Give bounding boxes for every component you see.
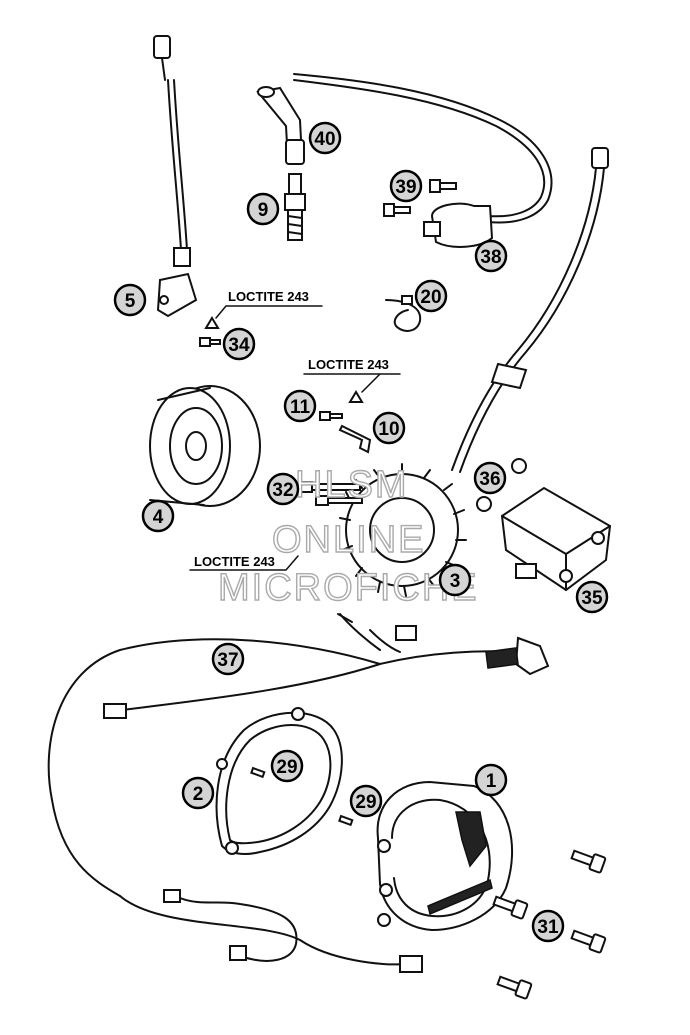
svg-text:LOCTITE 243: LOCTITE 243 [228,289,309,304]
svg-text:34: 34 [228,335,250,356]
sensor-screw-part [199,316,221,347]
callout-35: 35 [575,580,609,614]
svg-text:MICROFICHE: MICROFICHE [218,567,479,609]
callout-10: 10 [372,411,406,445]
cover-gasket-part [215,707,343,855]
stator-cable-part [451,147,609,473]
wiring-harness-part [47,613,550,973]
callout-34: 34 [222,327,256,361]
callout-31: 31 [531,909,565,943]
callout-37: 37 [211,642,245,676]
callout-11: 11 [283,389,317,423]
svg-text:4: 4 [153,507,164,528]
dowel-pins-part [250,766,354,827]
svg-text:LOCTITE 243: LOCTITE 243 [308,357,389,372]
cover-screws-part [492,849,607,1000]
callout-32: 32 [266,472,300,506]
sensor-cable-part [153,35,198,318]
svg-text:11: 11 [290,397,311,418]
callout-39: 39 [389,169,423,203]
flywheel-part [149,385,261,507]
svg-text:3: 3 [450,571,461,592]
callout-36: 36 [473,461,507,495]
ignition-coil-part [293,73,553,248]
callout-29-cover: 29 [349,784,383,818]
coil-screws-part [383,179,457,217]
spark-plug-part [284,173,306,241]
svg-text:9: 9 [258,200,269,221]
callout-3: 3 [438,563,472,597]
callout-29-gasket: 29 [270,749,304,783]
svg-text:LOCTITE 243: LOCTITE 243 [194,554,275,569]
regulator-nuts-part [476,458,527,512]
svg-text:37: 37 [217,650,238,671]
svg-text:35: 35 [581,588,603,609]
callout-2: 2 [181,776,215,810]
svg-text:40: 40 [314,129,335,150]
generator-cover-part [376,780,513,932]
svg-text:36: 36 [479,469,500,490]
callout-4: 4 [141,499,175,533]
svg-text:10: 10 [378,419,399,440]
svg-text:ONLINE: ONLINE [272,519,425,561]
svg-text:32: 32 [272,480,293,501]
svg-text:38: 38 [480,247,501,268]
voltage-regulator-part [500,486,612,592]
bracket-screw-part [319,390,372,454]
svg-text:HLSM: HLSM [295,464,409,506]
loctite-note-1: LOCTITE 243 [215,289,323,319]
svg-text:29: 29 [276,757,297,778]
callout-9: 9 [246,192,280,226]
loctite-note-2: LOCTITE 243 [303,357,401,393]
svg-text:39: 39 [395,177,416,198]
callout-1: 1 [474,763,508,797]
callout-40: 40 [308,121,342,155]
svg-text:31: 31 [537,917,559,938]
callout-20: 20 [414,279,448,313]
svg-text:29: 29 [355,792,376,813]
svg-text:20: 20 [420,287,441,308]
svg-text:5: 5 [125,291,136,312]
stator-part [299,463,467,597]
loctite-note-3: LOCTITE 243 [189,554,299,571]
watermark: HLSM ONLINE MICROFICHE [217,463,479,609]
cable-tie-part [385,295,422,332]
svg-text:2: 2 [193,784,204,805]
spark-plug-cap-part [256,86,305,165]
callout-5: 5 [113,283,147,317]
svg-text:1: 1 [486,771,497,792]
callout-38: 38 [474,239,508,273]
